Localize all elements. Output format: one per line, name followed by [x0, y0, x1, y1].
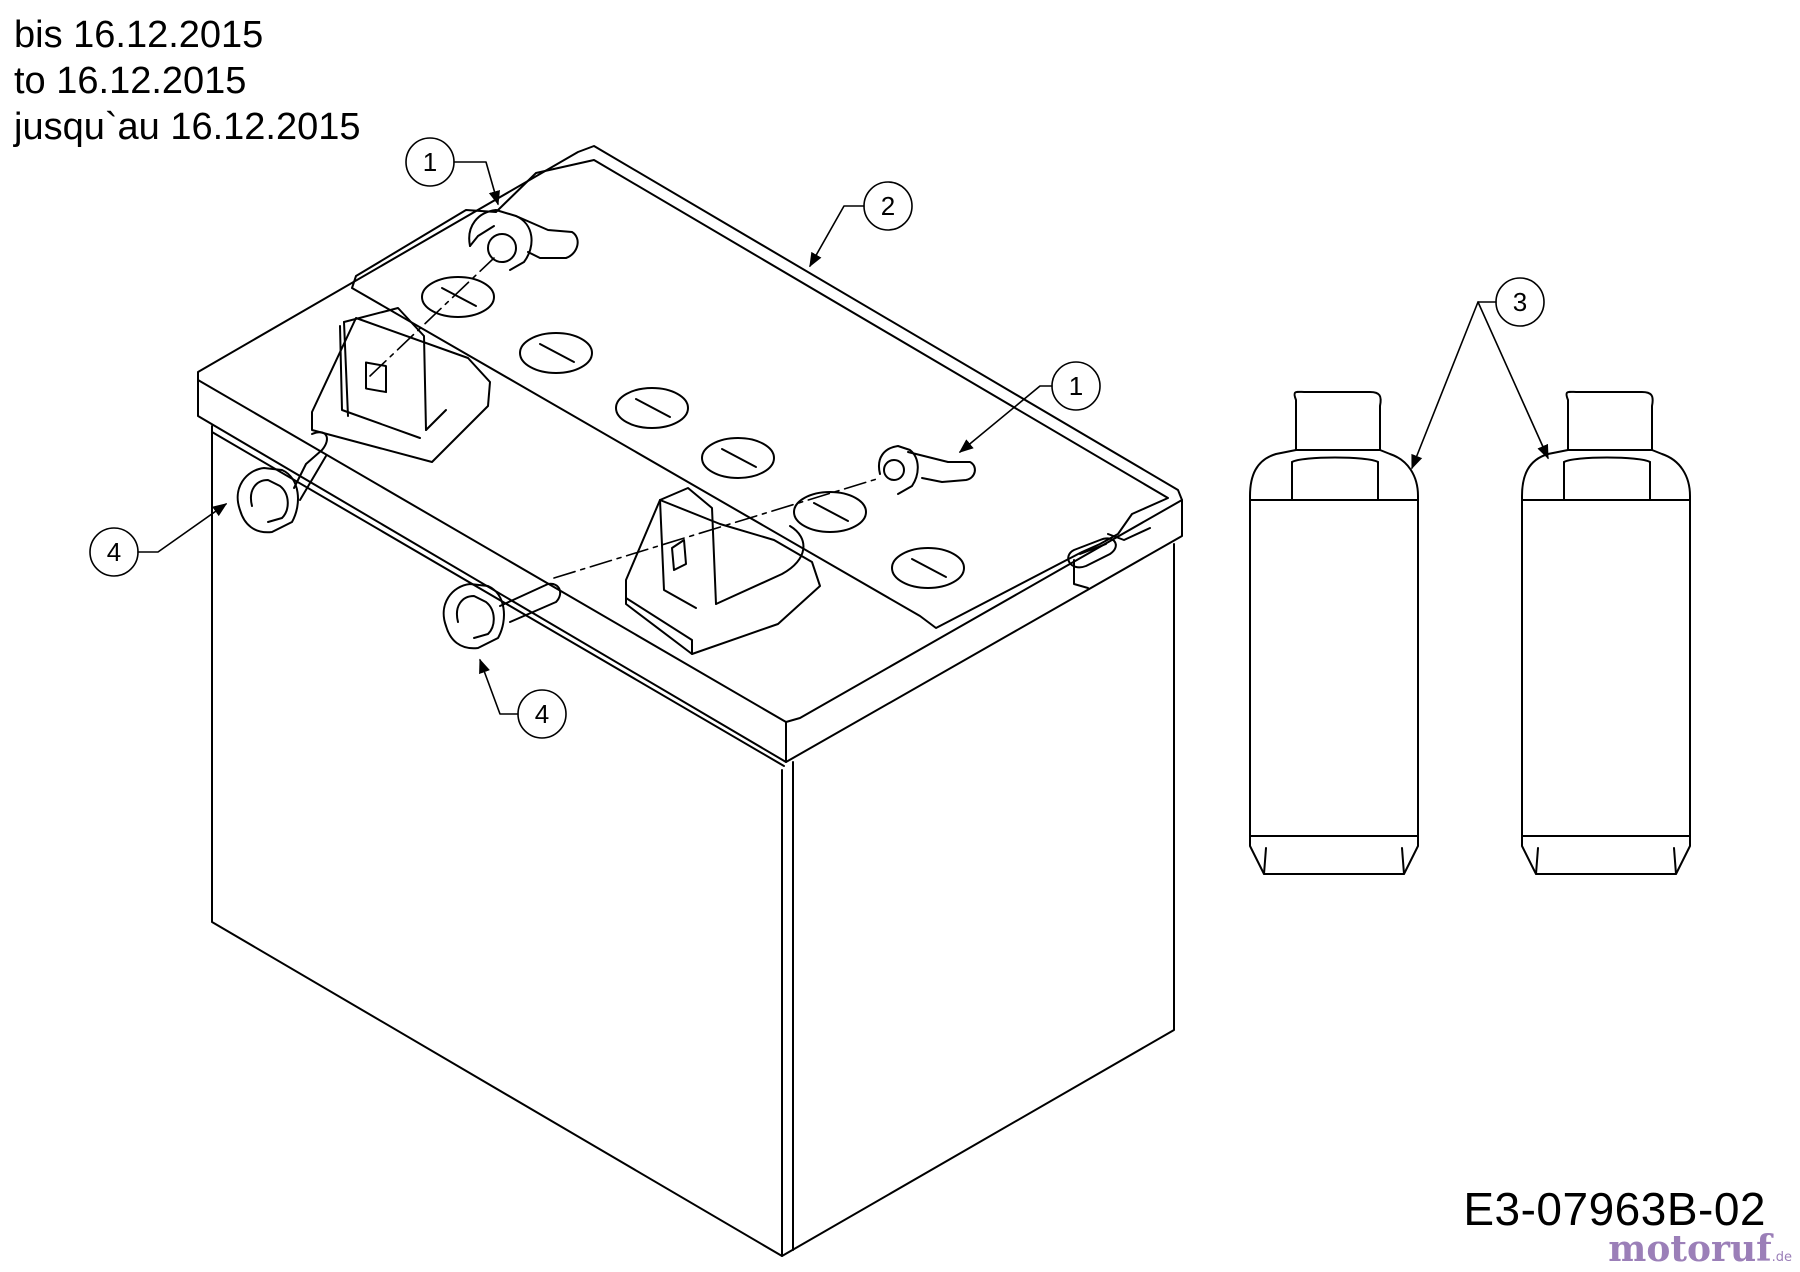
callout-3: 3 — [1411, 277, 1549, 470]
callout-4-front: 4 — [479, 658, 567, 739]
callout-2: 2 — [809, 181, 913, 268]
wing-nut-left — [468, 209, 579, 271]
svg-text:2: 2 — [881, 191, 895, 221]
svg-text:3: 3 — [1513, 287, 1527, 317]
validity-note-de: bis 16.12.2015 — [14, 14, 264, 56]
drawing-number: E3-07963B-02 — [1463, 1183, 1766, 1235]
svg-text:4: 4 — [535, 699, 549, 729]
battery-part — [197, 145, 1183, 1257]
svg-text:1: 1 — [423, 147, 437, 177]
watermark-tld: .de — [1771, 1250, 1792, 1265]
validity-note-fr: jusqu`au 16.12.2015 — [14, 106, 361, 148]
svg-text:4: 4 — [107, 537, 121, 567]
acid-bottle-1 — [1249, 390, 1419, 875]
watermark-logo: motoruf.de — [1608, 1228, 1792, 1270]
battery-lid-front — [197, 379, 787, 763]
vent-caps — [421, 276, 965, 589]
terminal-post-left — [311, 307, 491, 463]
callout-4-left: 4 — [89, 503, 228, 577]
callout-1-left: 1 — [405, 137, 500, 206]
assembly-line-left — [369, 257, 495, 377]
callout-1-right: 1 — [958, 361, 1101, 453]
terminal-bolt-left — [236, 431, 328, 534]
acid-bottle-2 — [1521, 390, 1691, 875]
validity-note: bis 16.12.2015 to 16.12.2015 jusqu`au 16… — [14, 12, 361, 150]
svg-text:1: 1 — [1069, 371, 1083, 401]
validity-note-en: to 16.12.2015 — [14, 60, 247, 102]
battery-lid-top — [197, 145, 1183, 723]
terminal-post-right — [625, 487, 821, 655]
terminal-bolt-front — [442, 582, 562, 650]
assembly-line-right — [553, 477, 881, 579]
watermark-name: motoruf — [1608, 1228, 1772, 1270]
wing-nut-right — [878, 445, 976, 495]
battery-lid-panel — [351, 159, 1169, 629]
battery-case — [211, 425, 783, 1257]
